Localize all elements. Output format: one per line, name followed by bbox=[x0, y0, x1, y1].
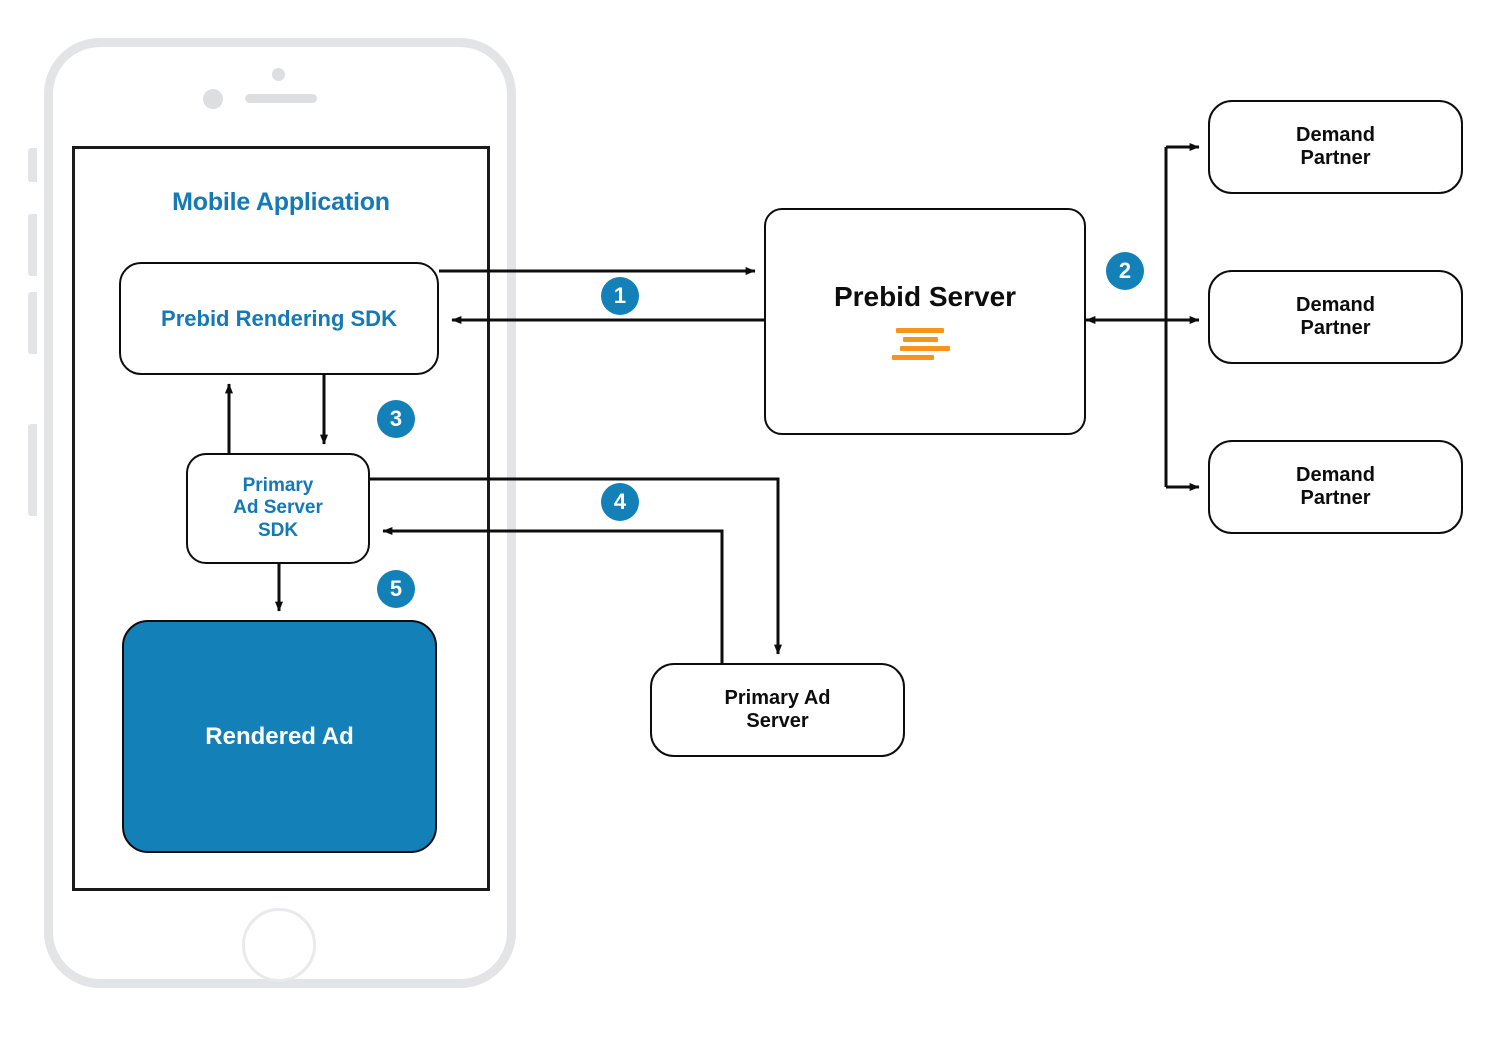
primary-sdk-line-1: Primary bbox=[242, 475, 314, 497]
node-demand-partner-2[interactable]: Demand Partner bbox=[1208, 270, 1463, 364]
node-primary-ad-server-label: Primary Ad Server bbox=[725, 687, 831, 733]
node-primary-ad-server-sdk[interactable]: Primary Ad Server SDK bbox=[186, 453, 370, 564]
proximity-sensor-icon bbox=[272, 68, 285, 81]
node-rendered-ad[interactable]: Rendered Ad bbox=[122, 620, 437, 853]
node-demand-partner-2-label: Demand Partner bbox=[1296, 294, 1375, 340]
node-prebid-server[interactable]: Prebid Server bbox=[764, 208, 1086, 435]
node-prebid-server-label: Prebid Server bbox=[833, 281, 1017, 313]
primary-ad-server-line-2: Server bbox=[746, 710, 809, 732]
front-camera-icon bbox=[203, 89, 223, 109]
dp3-line-1: Demand bbox=[1296, 463, 1375, 486]
node-demand-partner-3-label: Demand Partner bbox=[1296, 464, 1375, 510]
step-badge-1: 1 bbox=[601, 277, 639, 315]
primary-ad-server-line-1: Primary Ad bbox=[724, 686, 831, 709]
mute-switch-button[interactable] bbox=[28, 148, 37, 182]
step-badge-2: 2 bbox=[1106, 252, 1144, 290]
primary-sdk-line-3: SDK bbox=[257, 519, 299, 541]
dp2-line-2: Partner bbox=[1300, 317, 1371, 339]
earpiece-speaker-icon bbox=[245, 94, 317, 103]
node-prebid-rendering-sdk-label: Prebid Rendering SDK bbox=[161, 305, 397, 331]
node-prebid-rendering-sdk[interactable]: Prebid Rendering SDK bbox=[119, 262, 439, 375]
node-demand-partner-3[interactable]: Demand Partner bbox=[1208, 440, 1463, 534]
step-badge-4: 4 bbox=[601, 483, 639, 521]
volume-up-button[interactable] bbox=[28, 214, 37, 276]
node-rendered-ad-label: Rendered Ad bbox=[205, 722, 354, 750]
primary-sdk-line-2: Ad Server bbox=[233, 497, 323, 519]
prebid-logo-icon bbox=[890, 327, 960, 362]
dp2-line-1: Demand bbox=[1296, 293, 1375, 316]
step-badge-3: 3 bbox=[377, 400, 415, 438]
dp1-line-2: Partner bbox=[1300, 147, 1371, 169]
node-demand-partner-1-label: Demand Partner bbox=[1296, 124, 1375, 170]
node-demand-partner-1[interactable]: Demand Partner bbox=[1208, 100, 1463, 194]
dp1-line-1: Demand bbox=[1296, 123, 1375, 146]
node-primary-ad-server-sdk-label: Primary Ad Server SDK bbox=[233, 475, 323, 541]
home-button[interactable] bbox=[242, 908, 316, 982]
mobile-application-title: Mobile Application bbox=[172, 188, 390, 216]
power-button[interactable] bbox=[28, 424, 37, 516]
dp3-line-2: Partner bbox=[1300, 487, 1371, 509]
volume-down-button[interactable] bbox=[28, 292, 37, 354]
node-primary-ad-server[interactable]: Primary Ad Server bbox=[650, 663, 905, 757]
step-badge-5: 5 bbox=[377, 570, 415, 608]
